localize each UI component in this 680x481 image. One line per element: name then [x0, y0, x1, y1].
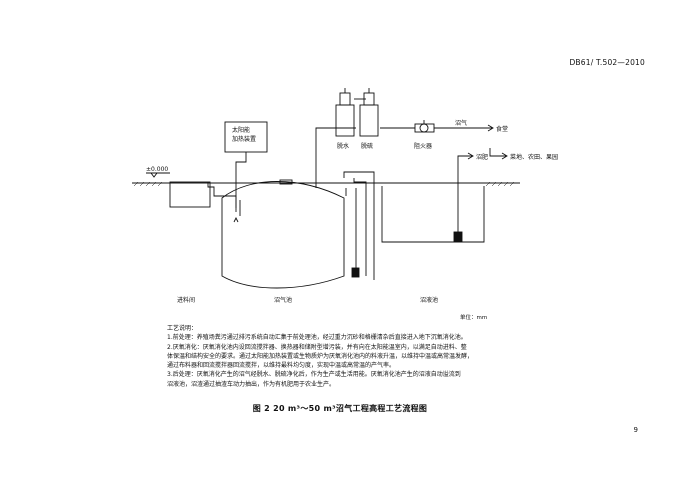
desulfur-label: 脱硫: [361, 142, 373, 150]
notes-line: 1.前处理：养殖场粪污通过排污系统自动汇集于前处理池，经过重力沉砂和格栅清杂后直…: [167, 334, 467, 342]
biogas-pipe: [315, 124, 494, 188]
notes-line: 沼液池，沼渣通过抽渣车动力抽出，作为有机肥用于农业生产。: [167, 380, 336, 388]
solar-heater: 太阳能 加热装置: [224, 121, 268, 223]
unit-label: 单位：mm: [460, 313, 487, 321]
canteen-label: 食堂: [496, 125, 508, 133]
standard-code: DB61/ T.502—2010: [569, 58, 645, 67]
page-number: 9: [633, 426, 638, 434]
flame-arrester-label: 阻火器: [414, 142, 432, 150]
slurry-tank: 沼肥: [381, 152, 488, 243]
elevation-label: ±0.000: [146, 166, 168, 173]
digester-tank: [221, 179, 345, 289]
flame-arrester: 阻火器: [414, 120, 435, 150]
slurry-tank-label: 沼液池: [420, 296, 438, 304]
digester-pump: [351, 188, 360, 278]
notes-title: 工艺说明：: [167, 325, 198, 332]
dewater-tank: 脱水: [335, 88, 366, 150]
fields-outlet: 菜地、农田、果园: [489, 148, 558, 161]
notes-line: 3.后处理：厌氧消化产生的沼气经脱水、脱硫净化后，作为生产或生活用能。厌氧消化池…: [167, 371, 461, 379]
solar-heater-label-2: 加热装置: [232, 135, 256, 143]
dewater-label: 脱水: [337, 142, 349, 150]
notes-line: 体保温和结构安全的要求。通过太阳能加热装置或生物质炉为厌氧消化池内的料液升温，以…: [167, 352, 474, 360]
fields-label: 菜地、农田、果园: [510, 153, 558, 161]
biogas-pipe-label: 沼气: [455, 119, 467, 127]
desulfur-tank: 脱硫: [359, 88, 379, 150]
elevation-marker: ±0.000: [146, 166, 170, 178]
notes-line: 2.厌氧消化：厌氧消化池内设回流搅拌器、换热器和储附型增污装，并有向在太阳能温室…: [167, 343, 467, 351]
slurry-pipe-label: 沼肥: [476, 153, 488, 161]
inlet-well-label: 进料间: [177, 296, 195, 304]
solar-heater-label-1: 太阳能: [232, 126, 250, 134]
process-notes: 工艺说明： 1.前处理：养殖场粪污通过排污系统自动汇集于前处理池，经过重力沉砂和…: [167, 324, 527, 389]
ground-line: [132, 181, 520, 187]
overflow-pipe: [343, 171, 375, 280]
notes-line: 通过布料器和回流搅拌器回流搅拌，以维持最料均匀度，实现中温或高常温的产气率。: [167, 362, 396, 370]
figure-caption: 图 2 20 m³～50 m³沼气工程高程工艺流程图: [252, 404, 428, 413]
digester-label: 沼气池: [274, 296, 292, 304]
